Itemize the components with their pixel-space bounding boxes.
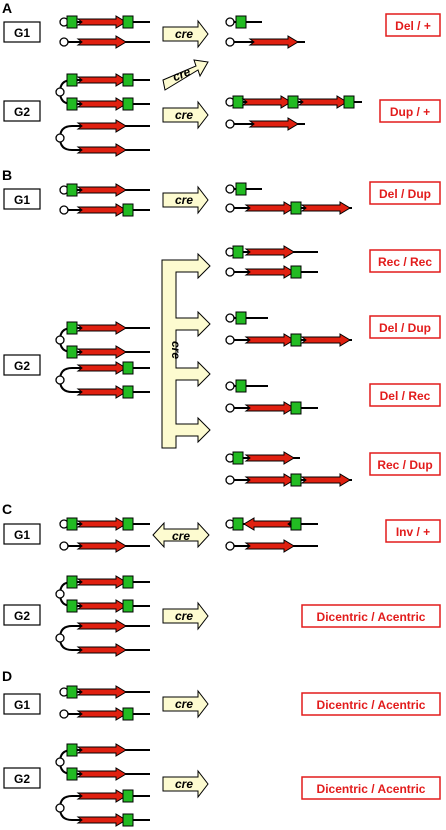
result-label-b1: Del / Dup: [379, 187, 431, 201]
g2-box-c: [3, 604, 41, 626]
cre-arrow-d-g2: cre: [162, 769, 209, 799]
result-a-g1-bottom: [225, 35, 305, 49]
chromosome-c-g2-pair2: [55, 619, 150, 657]
chromosome-c-g1-top: [59, 517, 150, 531]
g1-label-d: G1: [14, 698, 30, 712]
result-box-b2: [369, 249, 441, 273]
g2-label-b: G2: [14, 359, 30, 373]
result-box-b4: [369, 383, 441, 407]
result-b-recdup-top: [225, 451, 300, 465]
result-label-b2: Rec / Rec: [378, 255, 432, 269]
g1-box-c: [3, 523, 41, 545]
section-label-c: C: [2, 501, 12, 517]
result-box-d1: [301, 692, 441, 716]
result-b-rec1-bottom: [225, 265, 318, 279]
result-b-delrec-bottom: [225, 401, 318, 415]
cre-arrow-b-g1: cre: [162, 185, 209, 215]
result-label-a2: Dup / +: [390, 105, 430, 119]
cre-branch-arrow-b: cre: [161, 252, 211, 449]
chromosome-b-g1-top: [59, 183, 150, 197]
svg-text:cre: cre: [172, 529, 190, 543]
chromosome-d-g1-top: [59, 685, 150, 699]
result-label-c2: Dicentric / Acentric: [317, 610, 426, 624]
result-b-del-top: [225, 311, 268, 325]
svg-text:cre: cre: [175, 27, 193, 41]
chromosome-c-g2-pair1: [55, 575, 150, 613]
result-box-c1: [385, 519, 441, 543]
svg-text:cre: cre: [175, 108, 193, 122]
cre-arrow-a-g2: cre: [162, 100, 209, 130]
g2-box-d: [3, 767, 41, 789]
svg-text:cre: cre: [169, 341, 183, 359]
svg-text:cre: cre: [175, 697, 193, 711]
result-label-b4: Del / Rec: [380, 389, 431, 403]
result-box-d2: [301, 776, 441, 800]
result-label-a1: Del / +: [395, 19, 431, 33]
svg-text:cre: cre: [175, 609, 193, 623]
chromosome-b-g1-bottom: [59, 203, 150, 217]
cre-arrow-a-g2-up: cre: [162, 59, 209, 91]
chromosome-a-g2-pair2: [55, 119, 150, 157]
cre-arrow-a-g1: cre: [162, 19, 209, 49]
result-label-d1: Dicentric / Acentric: [317, 698, 426, 712]
chromosome-d-g2-pair2: [55, 789, 150, 827]
section-label-a: A: [2, 0, 12, 16]
result-label-d2: Dicentric / Acentric: [317, 782, 426, 796]
g1-box-b: [3, 188, 41, 210]
g1-label-b: G1: [14, 193, 30, 207]
chromosome-a-g1-bottom: [59, 35, 150, 49]
result-box-a2: [379, 99, 441, 123]
g2-label-a: G2: [14, 105, 30, 119]
svg-text:cre: cre: [171, 64, 193, 84]
result-b-g1-top: [225, 182, 262, 196]
chromosome-d-g2-pair1: [55, 743, 150, 781]
chromosome-b-g2-pair1: [55, 321, 150, 359]
result-label-b5: Rec / Dup: [377, 458, 432, 472]
chromosome-b-g2-pair2: [55, 361, 150, 399]
chromosome-a-g2-pair1: [55, 73, 150, 111]
result-c-g1-bottom: [225, 539, 318, 553]
result-b-rec1-top: [225, 245, 318, 259]
result-c-g1-top: [225, 517, 318, 531]
result-a-g2-bottom: [225, 117, 305, 131]
svg-text:cre: cre: [175, 777, 193, 791]
g2-label-d: G2: [14, 772, 30, 786]
result-box-a1: [385, 13, 441, 37]
result-a-g1-top: [225, 15, 262, 29]
chromosome-c-g1-bottom: [59, 539, 150, 553]
g2-label-c: G2: [14, 609, 30, 623]
result-b-delrec-top: [225, 379, 268, 393]
section-label-d: D: [2, 668, 12, 684]
result-label-c1: Inv / +: [396, 525, 430, 539]
result-box-c2: [301, 604, 441, 628]
result-b-del-bottom: [225, 333, 352, 347]
result-b-g1-bottom: [225, 201, 352, 215]
g2-box-b: [3, 354, 41, 376]
g1-label-a: G1: [14, 26, 30, 40]
cre-double-arrow-c: cre: [152, 521, 210, 549]
result-b-recdup-bottom: [225, 473, 352, 487]
g1-label-c: G1: [14, 528, 30, 542]
result-box-b3: [369, 315, 441, 339]
chromosome-d-g1-bottom: [59, 707, 150, 721]
g1-box-d: [3, 693, 41, 715]
result-label-b3: Del / Dup: [379, 321, 431, 335]
g1-box-a: [3, 21, 41, 43]
section-label-b: B: [2, 167, 12, 183]
result-box-b5: [369, 452, 441, 476]
cre-arrow-d-g1: cre: [162, 689, 209, 719]
svg-text:cre: cre: [175, 193, 193, 207]
chromosome-a-g1-top: [59, 15, 150, 29]
result-a-g2-top: [225, 95, 362, 109]
cre-arrow-c-g2: cre: [162, 601, 209, 631]
result-box-b1: [369, 181, 441, 205]
g2-box-a: [3, 100, 41, 122]
